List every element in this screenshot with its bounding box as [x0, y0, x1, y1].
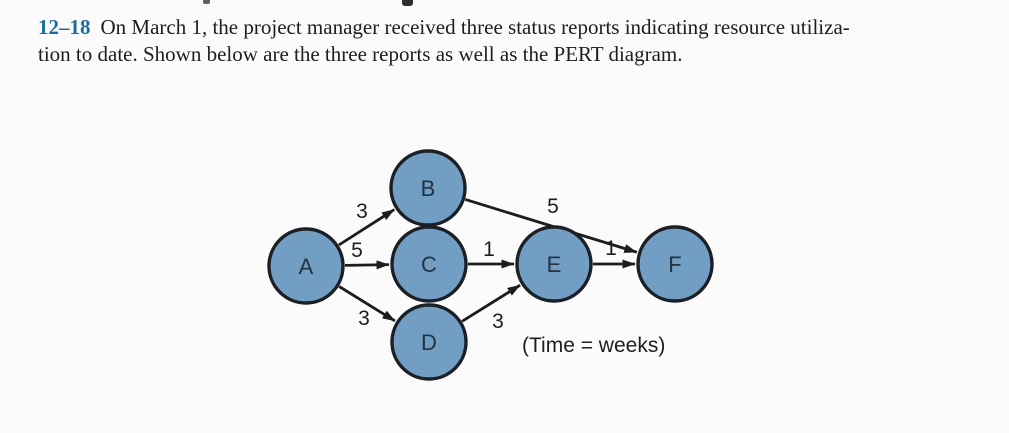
- node-label-E: E: [547, 252, 562, 277]
- edge-weight-A-D: 3: [358, 307, 370, 330]
- problem-statement: 12–18 On March 1, the project manager rec…: [38, 14, 998, 68]
- node-D: D: [390, 303, 468, 381]
- cropped-text-fragment: [402, 0, 413, 6]
- problem-line-2: tion to date. Shown below are the three …: [38, 41, 998, 68]
- edge-weight-C-E: 1: [483, 238, 495, 261]
- node-circle-E: [515, 225, 593, 303]
- edge-weight-A-B: 3: [356, 200, 368, 223]
- node-circle-B: [389, 149, 467, 227]
- problem-number: 12–18: [38, 15, 91, 39]
- node-label-A: A: [299, 254, 314, 279]
- node-label-D: D: [421, 330, 437, 355]
- node-F: F: [636, 225, 714, 303]
- node-circle-F: [636, 225, 714, 303]
- node-label-C: C: [421, 252, 437, 277]
- node-C: C: [390, 225, 468, 303]
- edge-weight-B-F: 5: [547, 195, 559, 218]
- node-label-B: B: [421, 176, 436, 201]
- edge-A-B: [338, 208, 396, 247]
- node-B: B: [389, 149, 467, 227]
- edge-A-C: [344, 260, 390, 270]
- node-A: A: [267, 227, 345, 305]
- problem-text-line-2: tion to date. Shown below are the three …: [38, 42, 683, 66]
- problem-text-line-1: On March 1, the project manager received…: [100, 15, 850, 39]
- edge-weight-D-E: 3: [492, 310, 504, 333]
- node-circle-C: [390, 225, 468, 303]
- edge-weight-A-C: 5: [351, 239, 363, 262]
- node-circle-D: [390, 303, 468, 381]
- node-label-F: F: [668, 252, 681, 277]
- edge-A-D: [338, 285, 396, 323]
- time-units-caption: (Time = weeks): [522, 334, 666, 357]
- node-circle-A: [267, 227, 345, 305]
- problem-line-1: 12–18 On March 1, the project manager rec…: [38, 14, 998, 41]
- edge-weight-E-F: 1: [605, 237, 617, 260]
- edge-D-E: [461, 283, 521, 323]
- cropped-text-fragment: [203, 0, 210, 4]
- node-E: E: [515, 225, 593, 303]
